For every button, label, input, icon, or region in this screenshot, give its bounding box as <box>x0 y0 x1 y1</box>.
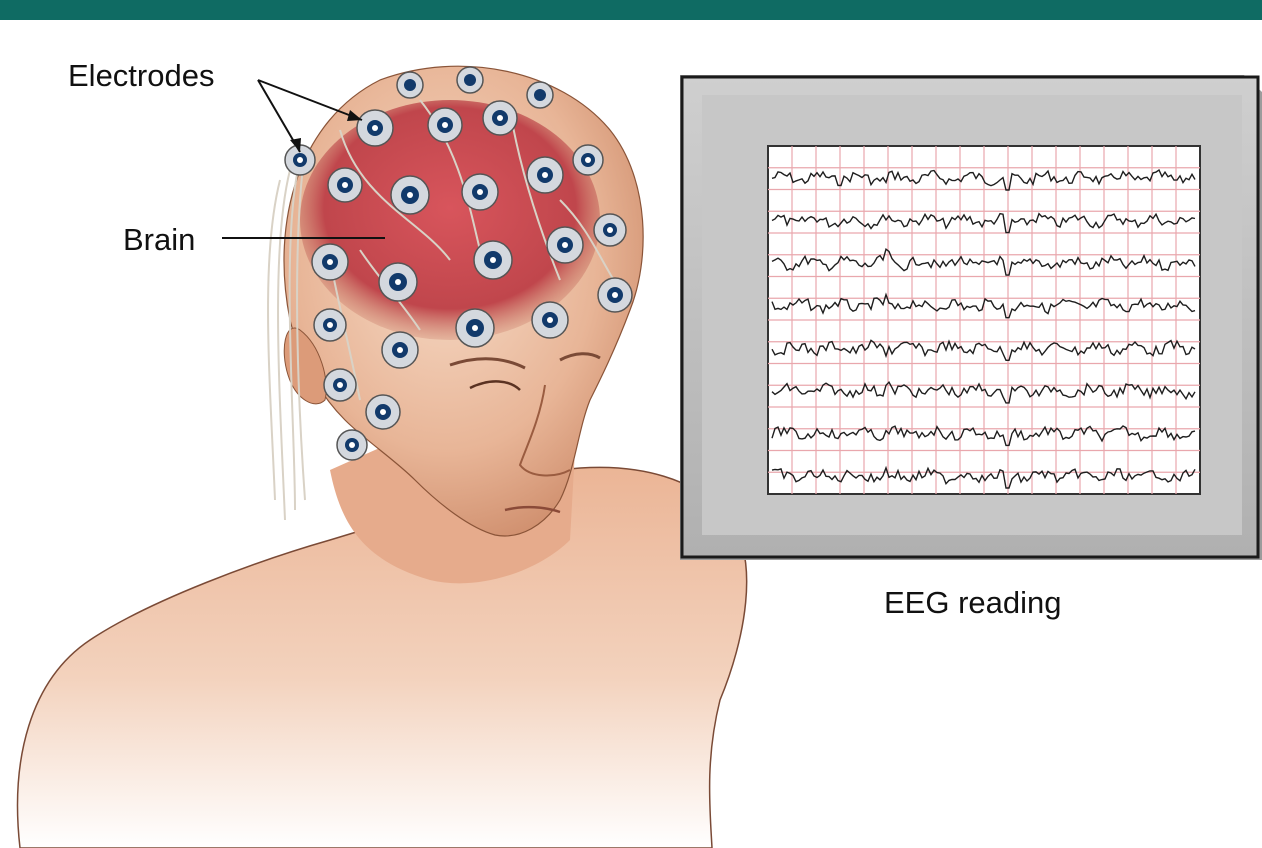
electrode-icon <box>324 369 356 401</box>
electrode-icon <box>527 82 553 108</box>
electrode-icon <box>598 278 632 312</box>
electrode-icon <box>428 108 462 142</box>
eeg-monitor <box>680 75 1262 560</box>
electrodes-label: Electrodes <box>68 58 214 94</box>
electrode-icon <box>456 309 494 347</box>
electrode-icon <box>312 244 348 280</box>
electrode-icon <box>337 430 367 460</box>
electrode-icon <box>573 145 603 175</box>
electrode-icon <box>532 302 568 338</box>
electrode-icon <box>391 176 429 214</box>
electrode-icon <box>483 101 517 135</box>
electrode-icon <box>474 241 512 279</box>
electrode-icon <box>462 174 498 210</box>
electrode-icon <box>457 67 483 93</box>
electrode-icon <box>314 309 346 341</box>
electrode-icon <box>594 214 626 246</box>
electrode-icon <box>382 332 418 368</box>
electrode-icon <box>328 168 362 202</box>
electrode-icon <box>547 227 583 263</box>
electrode-icon <box>379 263 417 301</box>
electrode-icon <box>527 157 563 193</box>
brain-label: Brain <box>123 222 195 258</box>
eeg-reading-label: EEG reading <box>884 585 1062 621</box>
electrode-icon <box>366 395 400 429</box>
electrode-icon <box>397 72 423 98</box>
electrode-icon <box>357 110 393 146</box>
